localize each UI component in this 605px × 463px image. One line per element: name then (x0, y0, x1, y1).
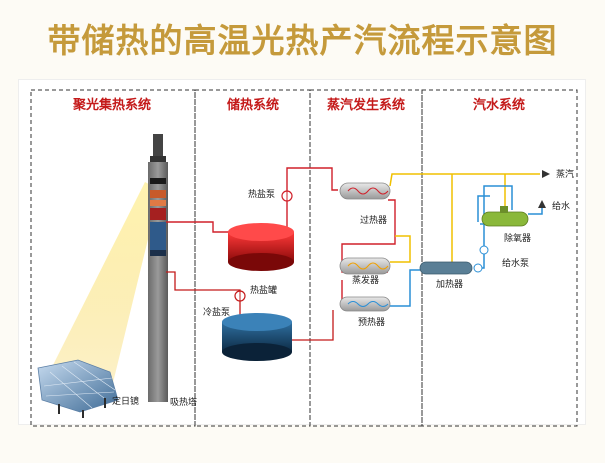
heliostat-label: 定日镜 (112, 395, 139, 407)
cold-salt-pump-label: 冷盐泵 (203, 306, 230, 318)
deaerator-label: 除氧器 (504, 232, 531, 244)
cold-salt-tank (222, 313, 292, 361)
heliostat-field (37, 359, 119, 418)
collector-section-title: 聚光集热系统 (72, 97, 151, 113)
feed-water-arrow (538, 200, 546, 208)
feed-pump (479, 245, 489, 255)
storage-section-title: 储热系统 (226, 97, 279, 113)
collector-section-box (30, 89, 196, 427)
steam-label: 蒸汽 (556, 168, 574, 180)
steam-arrow (542, 170, 550, 178)
heater (419, 261, 483, 275)
steam-gen-section-title: 蒸汽发生系统 (327, 97, 405, 113)
hot-salt-tank (228, 223, 294, 271)
cold-salt-pump (234, 290, 246, 302)
evaporator-label: 蒸发器 (352, 274, 379, 286)
deaerator (481, 206, 529, 227)
hot-salt-pump-label: 热盐泵 (248, 188, 275, 200)
feed-pump-label: 给水泵 (502, 257, 529, 269)
feedwater-piping (390, 185, 543, 307)
hot-salt-pump (281, 190, 293, 202)
page-title: 带储热的高温光热产汽流程示意图 (47, 21, 558, 60)
superheater-label: 过热器 (360, 214, 387, 226)
receiver-tower-label: 吸热塔 (170, 396, 197, 408)
evaporator (339, 257, 391, 275)
main-steam-line (389, 173, 540, 187)
hot-salt-from-tower (166, 221, 240, 233)
receiver-tower (148, 134, 168, 402)
steam-piping (389, 173, 540, 265)
heater-label: 加热器 (436, 278, 463, 290)
superheater (339, 182, 391, 200)
feed-water-label: 给水 (552, 200, 570, 212)
sunlight-beam (48, 182, 160, 395)
preheater-label: 预热器 (358, 316, 385, 328)
steam-water-section-title: 汽水系统 (473, 97, 525, 113)
section-boxes (30, 89, 578, 427)
preheater (339, 296, 391, 312)
hot-salt-tank-label: 热盐罐 (250, 284, 277, 296)
steam-water-section-box (421, 89, 578, 427)
